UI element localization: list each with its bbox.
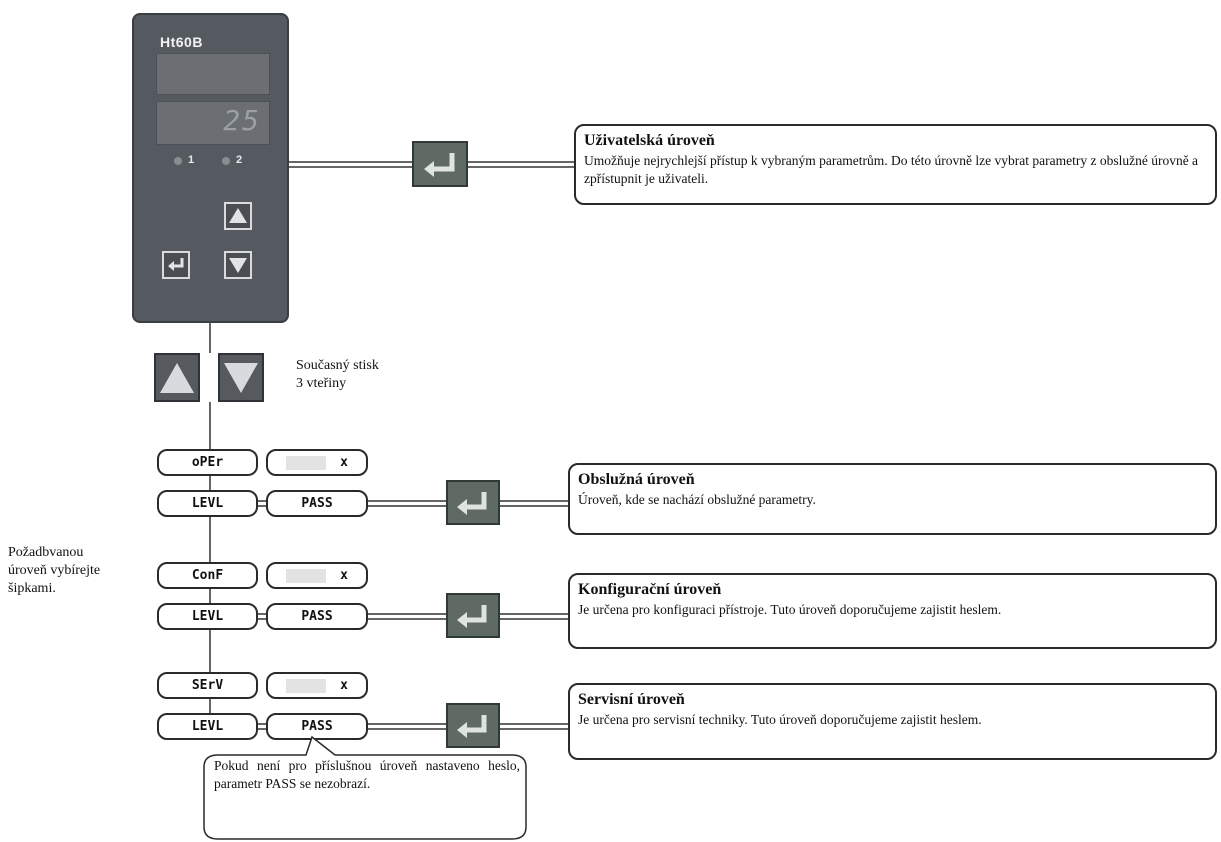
enter-icon <box>457 605 487 628</box>
oper-x-pill: x <box>266 449 368 476</box>
conf-x-pill: x <box>266 562 368 589</box>
simultaneous-press-note: Současný stisk 3 vteřiny <box>296 358 379 391</box>
oper-code-pill: oPEr <box>157 449 258 476</box>
level-select-note: Požadbvanou úroveň vybírejte šipkami. <box>8 545 101 596</box>
led-1-indicator <box>174 157 182 165</box>
conf-code-pill: ConF <box>157 562 258 589</box>
oper-pass-pill: PASS <box>266 490 368 517</box>
pass-note-text: Pokud není pro příslušnou úroveň nastave… <box>214 758 520 791</box>
led-2-indicator <box>222 157 230 165</box>
serv-code-pill: SErV <box>157 672 258 699</box>
led-2-label: 2 <box>236 154 243 166</box>
user-level-desc: Umožňuje nejrychlejší přístup k vybraným… <box>584 153 1199 186</box>
user-level-box: Uživatelská úroveň Umožňuje nejrychlejší… <box>574 124 1217 205</box>
up-arrow-icon <box>229 208 247 223</box>
conf-level-title: Konfigurační úroveň <box>578 581 722 598</box>
display-bottom: 25 <box>156 101 270 145</box>
device-down-key[interactable] <box>224 251 252 279</box>
enter-icon <box>457 715 487 738</box>
up-key-icon <box>154 353 200 402</box>
oper-level-title: Obslužná úroveň <box>578 471 695 488</box>
down-key-icon <box>218 353 264 402</box>
oper-level-desc: Úroveň, kde se nachází obslužné parametr… <box>578 492 816 507</box>
enter-icon <box>424 153 455 177</box>
controller-device: Ht60B 25 1 2 <box>132 13 289 323</box>
oper-level-box: Obslužná úroveň Úroveň, kde se nachází o… <box>568 463 1217 535</box>
enter-icon <box>457 492 487 515</box>
led-1-label: 1 <box>188 154 195 166</box>
display-bottom-value: 25 <box>223 104 261 137</box>
conf-level-desc: Je určena pro konfiguraci přístroje. Tut… <box>578 602 1002 617</box>
device-model-label: Ht60B <box>160 34 203 50</box>
pass-note-callout <box>203 735 527 840</box>
up-arrow-icon <box>160 363 194 393</box>
serv-pass-pill: PASS <box>266 713 368 740</box>
down-arrow-icon <box>229 258 247 273</box>
user-level-enter-icon <box>412 141 468 187</box>
device-enter-key[interactable] <box>162 251 190 279</box>
serv-level-box: Servisní úroveň Je určena pro servisní t… <box>568 683 1217 760</box>
conf-level-box: Konfigurační úroveň Je určena pro konfig… <box>568 573 1217 649</box>
oper-levl-pill: LEVL <box>157 490 258 517</box>
conf-enter-icon <box>446 593 500 638</box>
conf-pass-pill: PASS <box>266 603 368 630</box>
conf-levl-pill: LEVL <box>157 603 258 630</box>
serv-level-title: Servisní úroveň <box>578 691 685 708</box>
user-level-title: Uživatelská úroveň <box>584 132 715 149</box>
serv-enter-icon <box>446 703 500 748</box>
serv-x-pill: x <box>266 672 368 699</box>
down-arrow-icon <box>224 363 258 393</box>
device-up-key[interactable] <box>224 202 252 230</box>
serv-levl-pill: LEVL <box>157 713 258 740</box>
display-top <box>156 53 270 95</box>
enter-icon <box>168 258 184 271</box>
serv-level-desc: Je určena pro servisní techniky. Tuto úr… <box>578 712 982 727</box>
oper-enter-icon <box>446 480 500 525</box>
